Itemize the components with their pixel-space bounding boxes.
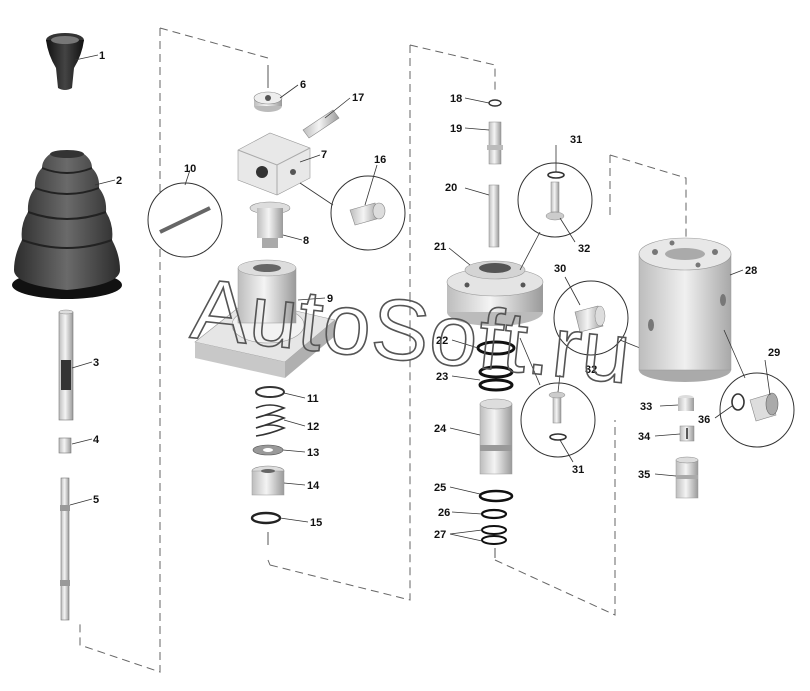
callout-2: 2 xyxy=(116,175,122,187)
callout-32-lower: 32 xyxy=(585,364,597,376)
part-3-shaft xyxy=(58,309,74,421)
callout-29: 29 xyxy=(768,347,780,359)
callout-6: 6 xyxy=(300,79,306,91)
callout-10: 10 xyxy=(184,163,196,175)
detail-16-circle xyxy=(299,175,406,251)
part-18-ring xyxy=(488,99,502,107)
part-34-filter xyxy=(679,425,695,442)
part-4-nut xyxy=(58,437,72,454)
part-13-washer xyxy=(252,444,284,456)
detail-31-32-lower-circle xyxy=(519,337,596,458)
part-8-bushing xyxy=(249,201,291,248)
part-20-pin xyxy=(488,184,500,248)
callout-leader-lines xyxy=(69,54,771,542)
callout-21: 21 xyxy=(434,241,446,253)
part-35-fitting xyxy=(675,456,699,499)
callout-23: 23 xyxy=(436,371,448,383)
part-27-rings xyxy=(481,525,507,558)
callout-18: 18 xyxy=(450,93,462,105)
callout-12: 12 xyxy=(307,421,319,433)
callout-24: 24 xyxy=(434,423,447,435)
detail-29-36-circle xyxy=(719,329,795,448)
callout-31-lower: 31 xyxy=(572,464,584,476)
callout-14: 14 xyxy=(307,480,320,492)
callout-9: 9 xyxy=(327,293,333,305)
callout-25: 25 xyxy=(434,482,446,494)
part-6-cap xyxy=(253,65,283,112)
part-33-sleeve xyxy=(678,395,694,411)
part-24-spool xyxy=(479,398,513,475)
part-23-o-rings xyxy=(478,365,514,392)
callout-36: 36 xyxy=(698,414,710,426)
part-19-valve xyxy=(487,121,503,165)
callout-26: 26 xyxy=(438,507,450,519)
part-25-ring xyxy=(478,489,514,503)
assembly-guide-lines xyxy=(79,27,687,673)
callout-7: 7 xyxy=(321,149,327,161)
callout-32-upper: 32 xyxy=(578,243,590,255)
part-17-pin xyxy=(302,109,340,139)
callout-5: 5 xyxy=(93,494,99,506)
part-2-rubber-boot xyxy=(12,150,122,299)
watermark-text: AutoSoft.ru xyxy=(187,261,636,403)
part-21-flange-housing xyxy=(446,260,544,326)
callout-13: 13 xyxy=(307,447,319,459)
callout-17: 17 xyxy=(352,92,364,104)
callout-1: 1 xyxy=(99,50,105,62)
callout-8: 8 xyxy=(303,235,309,247)
callout-34: 34 xyxy=(638,431,651,443)
callout-27: 27 xyxy=(434,529,446,541)
callout-35: 35 xyxy=(638,469,650,481)
callout-labels: 1 2 3 4 5 6 7 8 9 10 11 12 13 14 15 16 1… xyxy=(93,50,780,541)
callout-33: 33 xyxy=(640,401,652,413)
callout-22: 22 xyxy=(436,335,448,347)
part-11-ring xyxy=(255,386,285,398)
callout-11: 11 xyxy=(307,393,319,405)
callout-20: 20 xyxy=(445,182,457,194)
callout-19: 19 xyxy=(450,123,462,135)
part-9-base-plate xyxy=(194,259,336,378)
part-1-knob xyxy=(46,33,84,90)
detail-30-circle xyxy=(553,280,641,356)
part-15-ring xyxy=(250,511,282,545)
part-28-housing xyxy=(638,237,732,382)
part-14-plug xyxy=(251,465,285,496)
part-26-ring xyxy=(480,508,508,520)
detail-10-circle xyxy=(147,182,223,258)
callout-31-upper: 31 xyxy=(570,134,582,146)
callout-4: 4 xyxy=(93,434,100,446)
part-7-block xyxy=(237,132,311,196)
callout-15: 15 xyxy=(310,517,322,529)
callout-30: 30 xyxy=(554,263,566,275)
callout-3: 3 xyxy=(93,357,99,369)
part-12-spring xyxy=(255,404,287,437)
callout-16: 16 xyxy=(374,154,386,166)
part-5-rod xyxy=(60,477,70,621)
callout-28: 28 xyxy=(745,265,757,277)
